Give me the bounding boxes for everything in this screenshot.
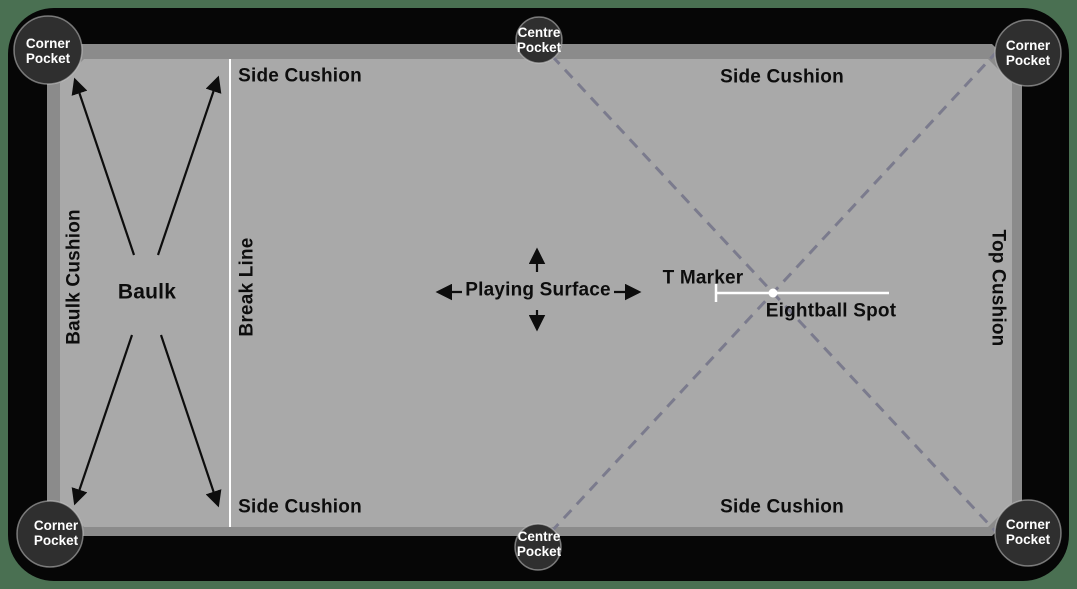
pocket-corner-top-left [13, 15, 83, 85]
corner-pocket-label-bottom-left: Corner Pocket [33, 517, 79, 548]
pocket-corner-bottom-left [16, 500, 84, 568]
side-cushion-label-top-right: Side Cushion [720, 66, 844, 88]
t-marker-label: T Marker [662, 267, 744, 289]
eightball-spot-label: Eightball Spot [765, 300, 897, 322]
centre-pocket-label-top: Centre Pocket [516, 24, 562, 55]
pocket-centre-bottom [514, 523, 562, 571]
playing-surface-label: Playing Surface [465, 279, 611, 301]
t-marker-line [714, 284, 889, 302]
pocket-corner-bottom-right [994, 499, 1062, 567]
baulk-extent-arrows [71, 75, 222, 508]
top-cushion-label: Top Cushion [987, 229, 1009, 347]
centre-pocket-label-bottom: Centre Pocket [516, 528, 562, 559]
playing-surface-arrows [435, 247, 642, 332]
break-line-label: Break Line [236, 237, 258, 337]
side-cushion-label-bottom-left: Side Cushion [238, 496, 362, 518]
baulk-label: Baulk [117, 280, 177, 304]
eightball-spot-dot [768, 288, 778, 298]
corner-pocket-label-top-right: Corner Pocket [1005, 37, 1051, 68]
pocket-corner-top-right [994, 19, 1062, 87]
corner-pocket-label-top-left: Corner Pocket [25, 35, 71, 66]
baulk-cushion-label: Baulk Cushion [63, 209, 85, 345]
side-cushion-label-top-left: Side Cushion [238, 65, 362, 87]
playing-surface-area [60, 59, 1012, 527]
corner-pocket-label-bottom-right: Corner Pocket [1005, 516, 1051, 547]
side-cushion-label-bottom-right: Side Cushion [720, 496, 844, 518]
pocket-centre-top [515, 16, 563, 64]
